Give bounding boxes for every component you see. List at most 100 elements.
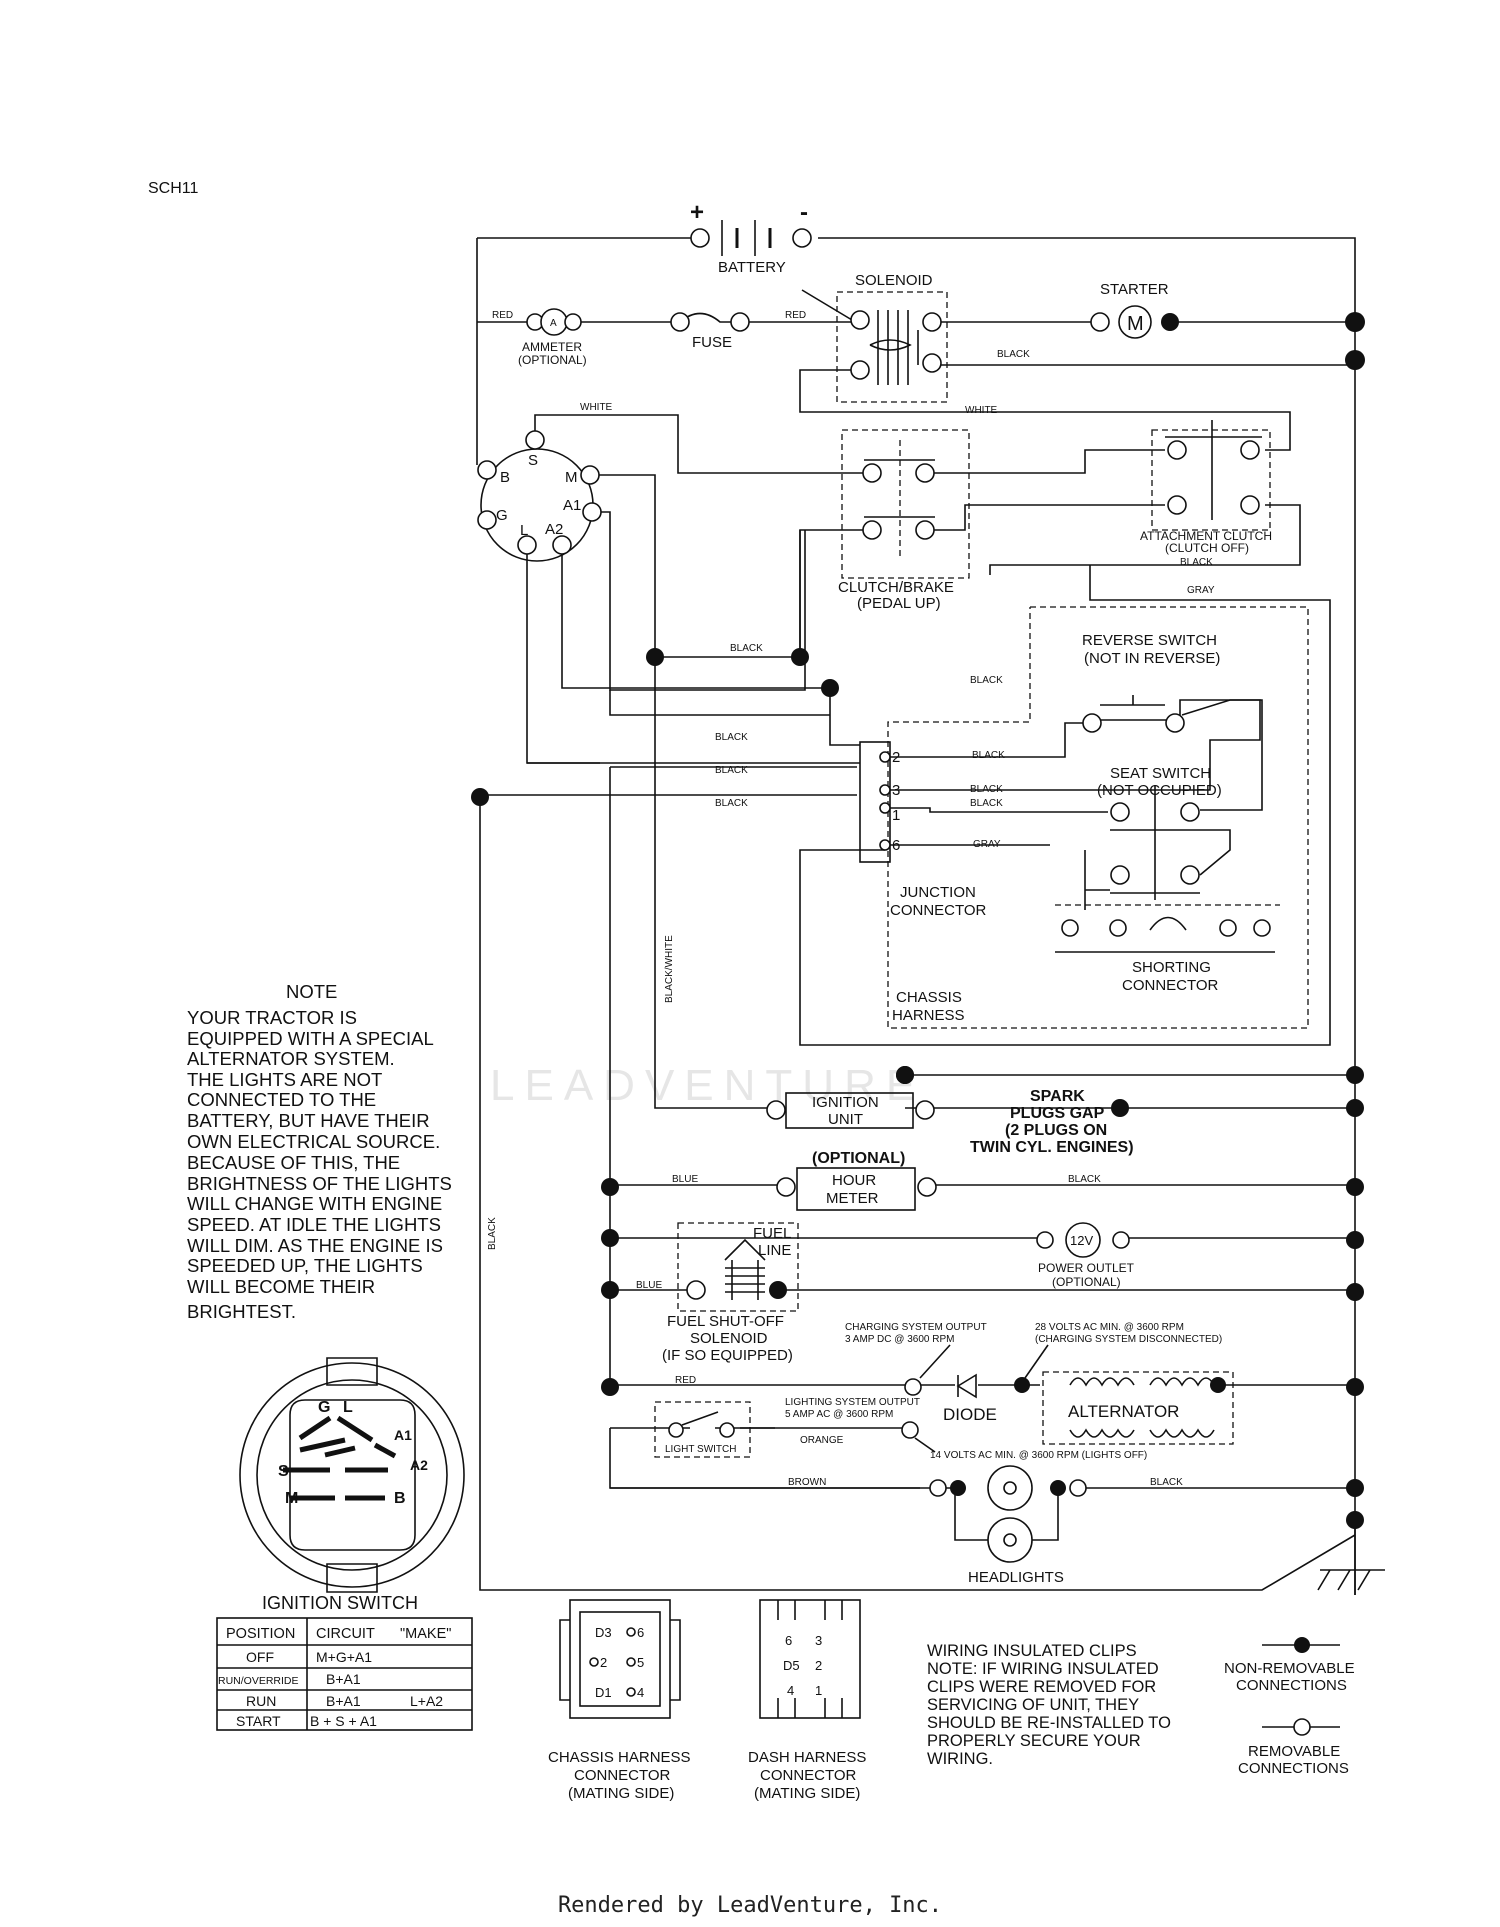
terminal-a1: A1 [563, 497, 581, 514]
junction-connector: 2 3 1 6 JUNCTION CONNECTOR [859, 741, 987, 919]
junction-label-1: JUNCTION [900, 884, 976, 901]
clips-note-line: WIRING INSULATED CLIPS [927, 1642, 1137, 1660]
wire-label-black-6: BLACK [972, 750, 1005, 761]
chassis-pin: D1 [595, 1685, 612, 1700]
wire-label-white-2: WHITE [965, 405, 998, 416]
wire-label-black-10: BLACK [970, 798, 1003, 809]
chassis-connector-label-2: CONNECTOR [574, 1767, 671, 1784]
face-terminal-m: M [285, 1490, 298, 1507]
wire-label-gray-2: GRAY [973, 839, 1001, 850]
fuse-label: FUSE [692, 334, 732, 351]
wire-labels: RED RED BLACK WHITE WHITE BLACK GRAY BLA… [487, 310, 1215, 1488]
volts28-label-1: 28 VOLTS AC MIN. @ 3600 RPM [1035, 1322, 1184, 1333]
note-line: EQUIPPED WITH A SPECIAL [187, 1028, 434, 1049]
hour-meter-label-1: HOUR [832, 1172, 876, 1189]
legend-nonremovable-1: NON-REMOVABLE [1224, 1660, 1355, 1677]
dash-pin: 4 [787, 1683, 794, 1698]
table-cell: L+A2 [410, 1693, 443, 1709]
charging-output-label-1: CHARGING SYSTEM OUTPUT [845, 1322, 987, 1333]
chassis-pin: D3 [595, 1625, 612, 1640]
dash-pin: 3 [815, 1633, 822, 1648]
note-line: SPEED. AT IDLE THE LIGHTS [187, 1214, 441, 1235]
watermark: LEADVENTURE [490, 1061, 925, 1110]
chassis-harness: CHASSIS HARNESS [887, 606, 1309, 1029]
face-terminal-s: S [278, 1463, 289, 1480]
headlights: HEADLIGHTS [929, 1465, 1087, 1586]
fuel-shutoff-solenoid: FUEL LINE FUEL SHUT-OFF SOLENOID (IF SO … [662, 1222, 799, 1364]
starter-label: STARTER [1100, 281, 1169, 298]
battery: + - BATTERY [690, 199, 812, 276]
ignition-switch-face: G L A1 S A2 M B IGNITION SWITCH [239, 1357, 465, 1613]
ammeter: A AMMETER (OPTIONAL) [518, 308, 587, 367]
table-cell: B+A1 [326, 1671, 361, 1687]
battery-minus-label: - [800, 199, 808, 226]
ignition-unit: IGNITION UNIT SPARK PLUGS GAP (2 PLUGS O… [766, 1066, 1134, 1156]
wire-label-black-8: BLACK [970, 784, 1003, 795]
terminal-b: B [500, 469, 510, 486]
chassis-connector-label-3: (MATING SIDE) [568, 1785, 674, 1802]
alternator-label: ALTERNATOR [1068, 1402, 1179, 1421]
wire-label-black-13: BLACK [1150, 1477, 1183, 1488]
clutch-brake-switch: CLUTCH/BRAKE (PEDAL UP) [838, 429, 970, 612]
wire-label-black-2: BLACK [1180, 557, 1213, 568]
chassis-label-1: CHASSIS [896, 989, 962, 1006]
wire-label-black-12: BLACK [1068, 1174, 1101, 1185]
doc-code: SCH11 [148, 180, 198, 197]
table-cell: START [236, 1713, 281, 1729]
power-outlet: 12V POWER OUTLET (OPTIONAL) [1036, 1222, 1135, 1289]
clips-note-line: WIRING. [927, 1750, 993, 1768]
reverse-switch: REVERSE SWITCH (NOT IN REVERSE) [1082, 632, 1263, 811]
lighting-output-label-1: LIGHTING SYSTEM OUTPUT [785, 1397, 920, 1408]
volts28-label-2: (CHARGING SYSTEM DISCONNECTED) [1035, 1334, 1222, 1345]
table-cell: RUN/OVERRIDE [218, 1675, 299, 1687]
pedal-up-label: (PEDAL UP) [857, 595, 941, 612]
clips-note-line: SHOULD BE RE-INSTALLED TO [927, 1714, 1171, 1732]
note-line: BECAUSE OF THIS, THE [187, 1152, 400, 1173]
wire-label-red-1: RED [492, 310, 513, 321]
dash-connector-label-3: (MATING SIDE) [754, 1785, 860, 1802]
face-terminal-l: L [343, 1399, 353, 1416]
ground-symbol [1317, 1569, 1385, 1591]
wire-label-blue-1: BLUE [672, 1174, 698, 1185]
hour-meter-label-2: METER [826, 1190, 879, 1207]
terminal-s: S [528, 452, 538, 469]
dash-connector-label-1: DASH HARNESS [748, 1749, 866, 1766]
fuel-shutoff-label-1: FUEL SHUT-OFF [667, 1313, 784, 1330]
alternator-note: NOTE YOUR TRACTOR IS EQUIPPED WITH A SPE… [187, 981, 452, 1322]
fuse: FUSE [670, 312, 750, 351]
chassis-harness-connector: D3 6 2 5 D1 4 CHASSIS HARNESS CONNECTOR … [548, 1599, 691, 1802]
fuel-shutoff-label-2: SOLENOID [690, 1330, 768, 1347]
not-occupied-label: (NOT OCCUPIED) [1097, 782, 1222, 799]
fuel-line-label-1: FUEL [753, 1225, 791, 1242]
wire-label-orange: ORANGE [800, 1435, 844, 1446]
wire-label-brown: BROWN [788, 1477, 826, 1488]
wire-label-black-1: BLACK [997, 349, 1030, 360]
dash-harness-connector: 6 3 D5 2 4 1 DASH HARNESS CONNECTOR (MAT… [748, 1599, 866, 1802]
face-terminal-b: B [394, 1490, 406, 1507]
note-line: WILL BECOME THEIR [187, 1276, 375, 1297]
power-outlet-symbol: 12V [1070, 1233, 1093, 1248]
spark-label-1: SPARK [1030, 1088, 1085, 1105]
legend-nonremovable-2: CONNECTIONS [1236, 1677, 1347, 1694]
lighting-output-label-2: 5 AMP AC @ 3600 RPM [785, 1409, 893, 1420]
chassis-connector-label-1: CHASSIS HARNESS [548, 1749, 691, 1766]
clips-note-line: CLIPS WERE REMOVED FOR [927, 1678, 1156, 1696]
face-terminal-a1: A1 [394, 1427, 412, 1443]
note-line: OWN ELECTRICAL SOURCE. [187, 1131, 440, 1152]
light-switch-label: LIGHT SWITCH [665, 1444, 736, 1455]
table-cell: RUN [246, 1693, 276, 1709]
solenoid: SOLENOID [836, 272, 948, 403]
note-line: BRIGHTNESS OF THE LIGHTS [187, 1173, 452, 1194]
wire-label-black-9: BLACK [715, 798, 748, 809]
terminal-m: M [565, 469, 578, 486]
hour-meter-optional-label: (OPTIONAL) [812, 1150, 905, 1167]
spark-label-3: (2 PLUGS ON [1005, 1122, 1107, 1139]
clips-note-line: PROPERLY SECURE YOUR [927, 1732, 1141, 1750]
chassis-pin: 6 [637, 1625, 644, 1640]
attachment-clutch-label: ATTACHMENT CLUTCH [1140, 529, 1272, 543]
wire-label-red-2: RED [785, 310, 806, 321]
volts14-label: 14 VOLTS AC MIN. @ 3600 RPM (LIGHTS OFF) [930, 1450, 1147, 1461]
table-header: "MAKE" [400, 1626, 451, 1642]
wire-label-black-11: BLACK [487, 1217, 498, 1250]
